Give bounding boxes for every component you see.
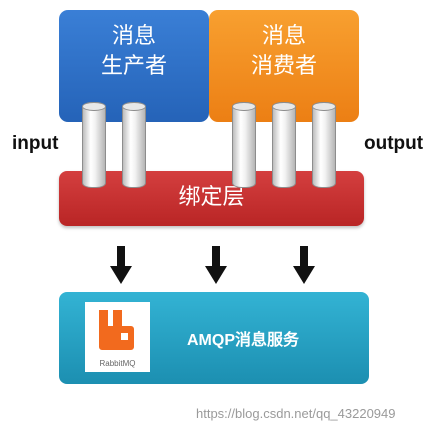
watermark-url: https://blog.csdn.net/qq_43220949: [196, 406, 396, 421]
cylinder-pipe-icon: [232, 102, 256, 188]
rabbitmq-logo-icon: [99, 310, 134, 350]
cylinder-pipe-icon: [312, 102, 336, 188]
arrow-down-icon: [205, 246, 227, 284]
cylinder-pipe-icon: [272, 102, 296, 188]
arrow-down-icon: [110, 246, 132, 284]
arrow-down-icon: [293, 246, 315, 284]
rabbitmq-caption: RabbitMQ: [99, 359, 136, 368]
producer-label: 消息 生产者: [100, 24, 167, 79]
amqp-service-box: RabbitMQ AMQP消息服务: [59, 292, 369, 384]
binding-layer-label: 绑定层: [178, 185, 245, 210]
input-label: input: [12, 133, 59, 154]
rabbitmq-logo: RabbitMQ: [85, 302, 150, 372]
amqp-service-label: AMQP消息服务: [187, 332, 300, 349]
cylinder-pipe-icon: [122, 102, 146, 188]
output-label: output: [364, 133, 424, 154]
cylinder-pipe-icon: [82, 102, 106, 188]
consumer-label: 消息 消费者: [250, 24, 317, 79]
